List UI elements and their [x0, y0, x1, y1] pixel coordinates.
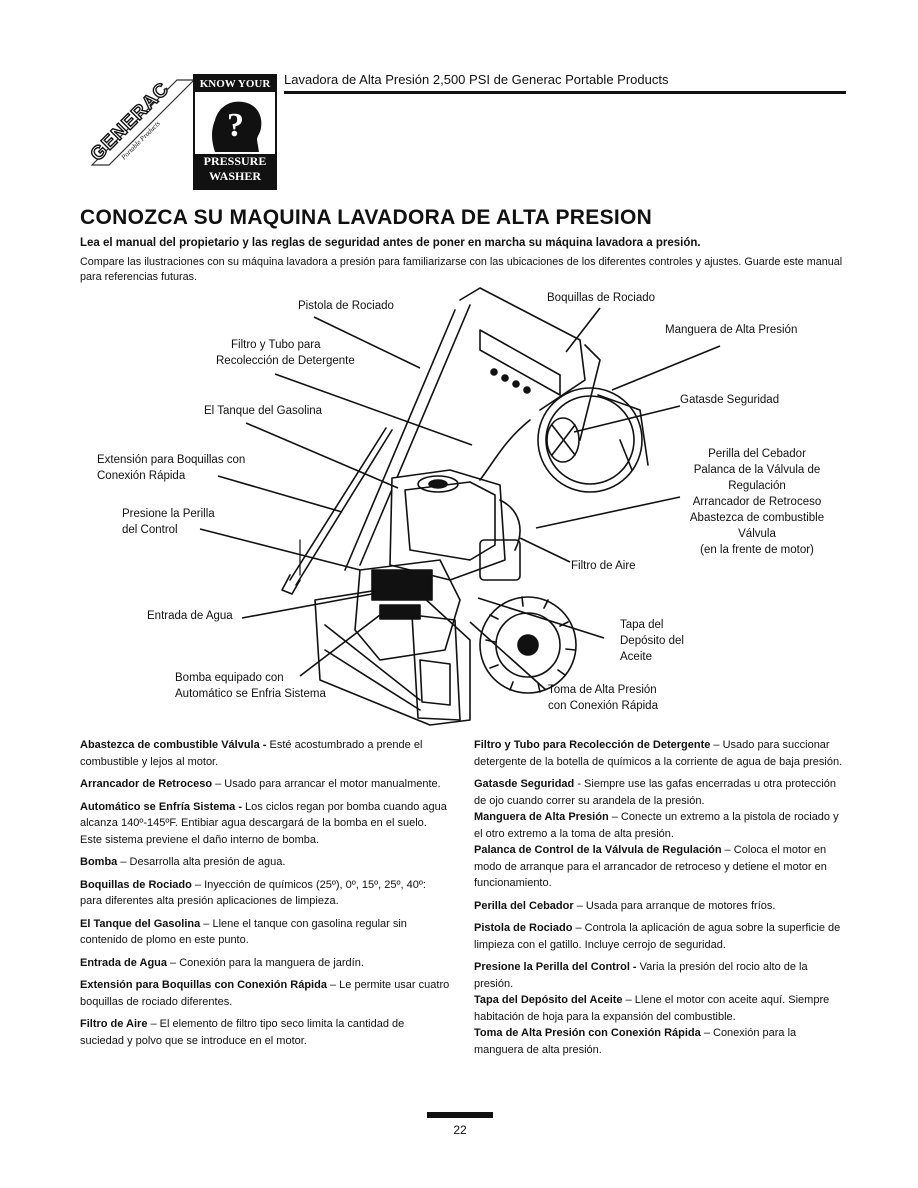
know-your-pressure-washer-badge: KNOW YOUR ? PRESSURE WASHER	[193, 74, 277, 190]
desc-bomba: Bomba – Desarrolla alta presión de agua.	[80, 856, 286, 868]
desc-toma: Toma de Alta Presión con Conexión Rápida…	[474, 1027, 797, 1056]
generac-logo-graphic: GENERAC Portable Products	[86, 78, 196, 166]
label-boquillas-rociado: Boquillas de Rociado	[547, 292, 656, 304]
label-controls-group: Perilla del Cebador Palanca de la Válvul…	[672, 446, 842, 558]
desc-filtro-tubo: Filtro y Tubo para Recolección de Deterg…	[474, 739, 843, 768]
label-tanque-gasolina: El Tanque del Gasolina	[204, 405, 323, 417]
desc-presione: Presione la Perilla del Control - Varia …	[474, 961, 808, 990]
label-extension-line2: Conexión Rápida	[97, 470, 186, 482]
desc-automatico: Automático se Enfría Sistema - Los ciclo…	[80, 800, 447, 846]
desc-filtro-aire: Filtro de Aire – El elemento de filtro t…	[80, 1018, 405, 1047]
label-tapa-line1: Tapa del	[620, 619, 664, 631]
label-filtro-aire: Filtro de Aire	[571, 560, 636, 572]
label-gatas-seguridad: Gatasde Seguridad	[680, 394, 780, 406]
desc-palanca: Palanca de Control de la Válvula de Regu…	[474, 844, 827, 889]
label-arrancador-retroceso: Arrancador de Retroceso	[692, 496, 822, 508]
desc-manguera: Manguera de Alta Presión – Conecte un ex…	[474, 811, 839, 840]
descriptions-right-column: Filtro y Tubo para Recolección de Deterg…	[474, 737, 846, 1064]
label-bomba-line2: Automático se Enfria Sistema	[175, 688, 326, 700]
badge-bottom-text: PRESSURE WASHER	[195, 154, 275, 188]
label-palanca-valvula: Palanca de la Válvula de	[693, 464, 821, 476]
descriptions-left-column: Abastezca de combustible Válvula - Esté …	[80, 737, 450, 1055]
header-title: Lavadora de Alta Presión 2,500 PSI de Ge…	[284, 72, 669, 87]
label-tapa-line2: Depósito del	[620, 635, 684, 647]
label-presione-line1: Presione la Perilla	[122, 508, 215, 520]
desc-pistola: Pistola de Rociado – Controla la aplicac…	[474, 922, 841, 951]
desc-extension: Extensión para Boquillas con Conexión Rá…	[80, 979, 450, 1008]
label-abastezca-combustible: Abastezca de combustible	[689, 512, 825, 524]
badge-top-text: KNOW YOUR	[195, 76, 275, 92]
desc-abastezca: Abastezca de combustible Válvula - Esté …	[80, 739, 423, 768]
page-number-bar	[427, 1112, 493, 1118]
desc-tapa: Tapa del Depósito del Aceite – Llene el …	[474, 994, 830, 1023]
label-presione-line2: del Control	[122, 524, 178, 536]
label-toma-line2: con Conexión Rápida	[548, 700, 658, 712]
label-valvula: Válvula	[738, 528, 776, 540]
desc-arrancador: Arrancador de Retroceso – Usado para arr…	[80, 778, 441, 790]
label-filtro-tubo-line1: Filtro y Tubo para	[231, 339, 321, 351]
desc-entrada: Entrada de Agua – Conexión para la mangu…	[80, 956, 364, 969]
label-entrada-agua: Entrada de Agua	[147, 610, 233, 622]
page-number: 22	[453, 1123, 467, 1137]
label-bomba-line1: Bomba equipado con	[175, 672, 284, 684]
header-rule	[284, 91, 846, 94]
desc-gatas: Gatasde Seguridad - Siempre use las gafa…	[474, 778, 836, 807]
desc-boquillas: Boquillas de Rociado – Inyección de quím…	[80, 878, 426, 908]
badge-washer: WASHER	[208, 169, 261, 183]
label-pistola-de-rociado: Pistola de Rociado	[298, 300, 394, 312]
generac-logo: GENERAC Portable Products	[82, 60, 282, 190]
question-head-icon: ?	[201, 96, 269, 152]
svg-text:?: ?	[227, 107, 244, 144]
desc-perilla: Perilla del Cebador – Usada para arranqu…	[474, 899, 776, 912]
label-perilla-cebador: Perilla del Cebador	[708, 448, 806, 460]
intro-paragraph: Compare las ilustraciones con su máquina…	[80, 256, 843, 283]
label-extension-line1: Extensión para Boquillas con	[97, 454, 246, 466]
label-frente-motor: (en la frente de motor)	[700, 544, 814, 556]
label-filtro-tubo-line2: Recolección de Detergente	[216, 355, 355, 367]
label-manguera-alta-presion: Manguera de Alta Presión	[665, 324, 798, 336]
lead-instruction: Lea el manual del propietario y las regl…	[80, 237, 701, 249]
desc-tanque: El Tanque del Gasolina – Llene el tanque…	[80, 917, 407, 947]
label-toma-line1: Toma de Alta Presión	[548, 684, 657, 696]
badge-pressure: PRESSURE	[203, 154, 267, 168]
label-tapa-line3: Aceite	[620, 651, 652, 663]
page-title: CONOZCA SU MAQUINA LAVADORA DE ALTA PRES…	[80, 206, 653, 229]
label-regulacion: Regulación	[728, 480, 786, 492]
